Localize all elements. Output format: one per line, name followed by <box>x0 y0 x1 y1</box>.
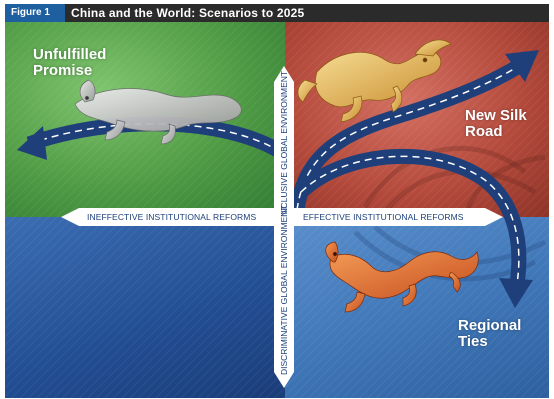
dragon-grey-icon <box>74 79 242 145</box>
scenario-label-line: Unfulfilled <box>33 46 107 63</box>
vertical-axis-band <box>274 66 294 388</box>
arrowhead-upper-right <box>505 50 539 82</box>
scenario-matrix: Unfulfilled Promise New Silk Road Region… <box>5 22 549 398</box>
path-arrow-upper-right <box>289 50 539 212</box>
axis-label-effective-reforms: EFFECTIVE INSTITUTIONAL REFORMS <box>303 212 464 222</box>
axis-label-ineffective-reforms: INEFFECTIVE INSTITUTIONAL REFORMS <box>87 212 257 222</box>
scenario-label-new-silk-road: New Silk Road <box>465 108 527 140</box>
scenario-label-line: New Silk <box>465 107 527 124</box>
scenario-label-unfulfilled-promise: Unfulfilled Promise <box>33 47 106 79</box>
arrowhead-lower-right <box>499 278 533 308</box>
figure-label: Figure 1 <box>5 4 65 22</box>
dragon-orange-icon <box>325 241 479 313</box>
scenario-label-line: Promise <box>33 62 93 79</box>
scenario-label-line: Road <box>465 123 503 140</box>
axis-label-discriminative-environment: DISCRIMINATIVE GLOBAL ENVIRONMENT <box>279 205 289 375</box>
arrowhead-left <box>17 126 47 160</box>
figure-title: China and the World: Scenarios to 2025 <box>71 6 305 20</box>
scenario-label-regional-ties: Regional Ties <box>458 318 521 350</box>
figure-header: Figure 1 China and the World: Scenarios … <box>5 4 549 22</box>
path-arrow-lower-right <box>295 148 533 308</box>
diagram-overlay <box>5 22 549 398</box>
axis-label-inclusive-environment: INCLUSIVE GLOBAL ENVIRONMENT <box>279 70 289 217</box>
scenario-label-line: Regional <box>458 317 522 334</box>
scenario-label-line: Ties <box>458 333 488 350</box>
vertical-axis <box>274 66 294 388</box>
dragon-gold-icon <box>297 39 452 123</box>
